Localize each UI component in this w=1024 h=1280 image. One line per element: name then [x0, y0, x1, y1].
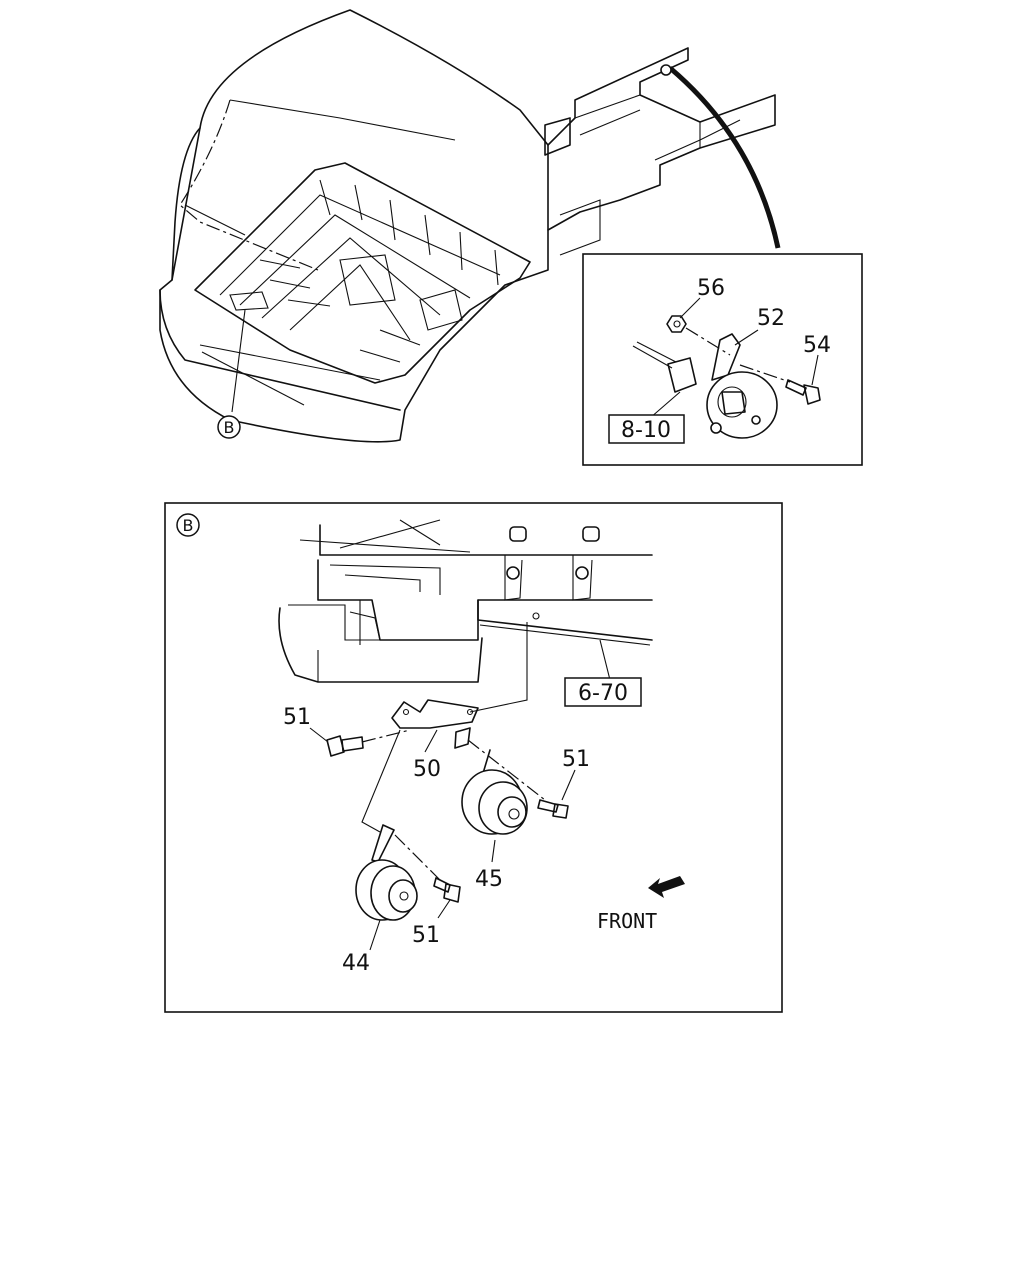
callout-44: 44 — [342, 951, 370, 976]
callout-51-right: 51 — [562, 747, 590, 772]
callout-6-70: 6-70 — [578, 681, 628, 706]
view-b-marker-inset-letter: B — [183, 516, 194, 535]
view-b-marker-top: B — [217, 415, 241, 439]
callout-52: 52 — [757, 306, 785, 331]
callout-45: 45 — [475, 867, 503, 892]
callout-51-left: 51 — [283, 705, 311, 730]
ref-6-70-box — [564, 677, 642, 707]
truck-cab-illustration — [159, 9, 781, 443]
callout-54: 54 — [803, 333, 831, 358]
view-b-marker-inset: B — [176, 513, 200, 537]
callout-50: 50 — [413, 757, 441, 782]
callout-56: 56 — [697, 276, 725, 301]
view-b-marker-top-letter: B — [224, 418, 235, 437]
view-b-panel — [164, 502, 783, 1013]
callout-51-bottom: 51 — [412, 923, 440, 948]
ref-8-10-box — [608, 414, 685, 444]
callout-8-10: 8-10 — [621, 418, 671, 443]
front-direction-label: FRONT — [597, 909, 657, 933]
